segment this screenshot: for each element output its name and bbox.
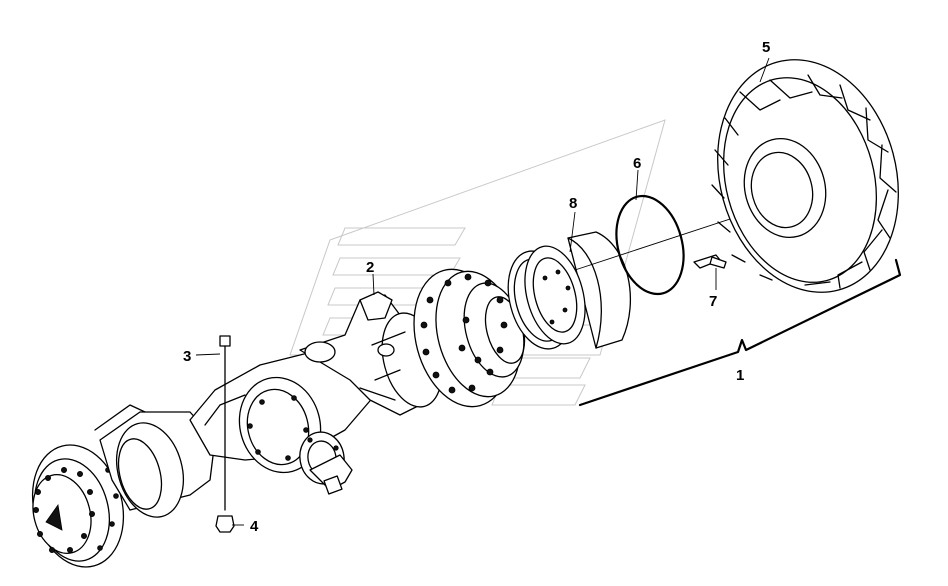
left-hub <box>31 444 125 568</box>
leader-lines <box>195 57 770 526</box>
callout-6: 6 <box>633 155 641 172</box>
callout-4: 4 <box>250 518 259 535</box>
bolt <box>219 335 231 511</box>
callout-8: 8 <box>569 195 577 212</box>
callout-labels: 1 2 3 4 5 6 7 8 <box>183 39 770 535</box>
tyre <box>711 59 899 293</box>
right-hub <box>413 268 526 408</box>
o-ring <box>615 194 685 296</box>
callout-2: 2 <box>366 259 374 276</box>
callout-1: 1 <box>736 367 744 384</box>
assembly-bracket <box>578 258 902 407</box>
valve <box>693 254 727 269</box>
nut <box>215 515 235 533</box>
tyre-tread <box>711 74 897 289</box>
hub-bolts <box>33 466 119 554</box>
callout-5: 5 <box>762 39 770 56</box>
pinion-yoke <box>299 431 353 495</box>
callout-3: 3 <box>183 348 191 365</box>
callout-7: 7 <box>709 293 717 310</box>
wheel-studs <box>420 273 508 394</box>
axle-assembly <box>31 291 443 568</box>
rim <box>524 231 632 349</box>
